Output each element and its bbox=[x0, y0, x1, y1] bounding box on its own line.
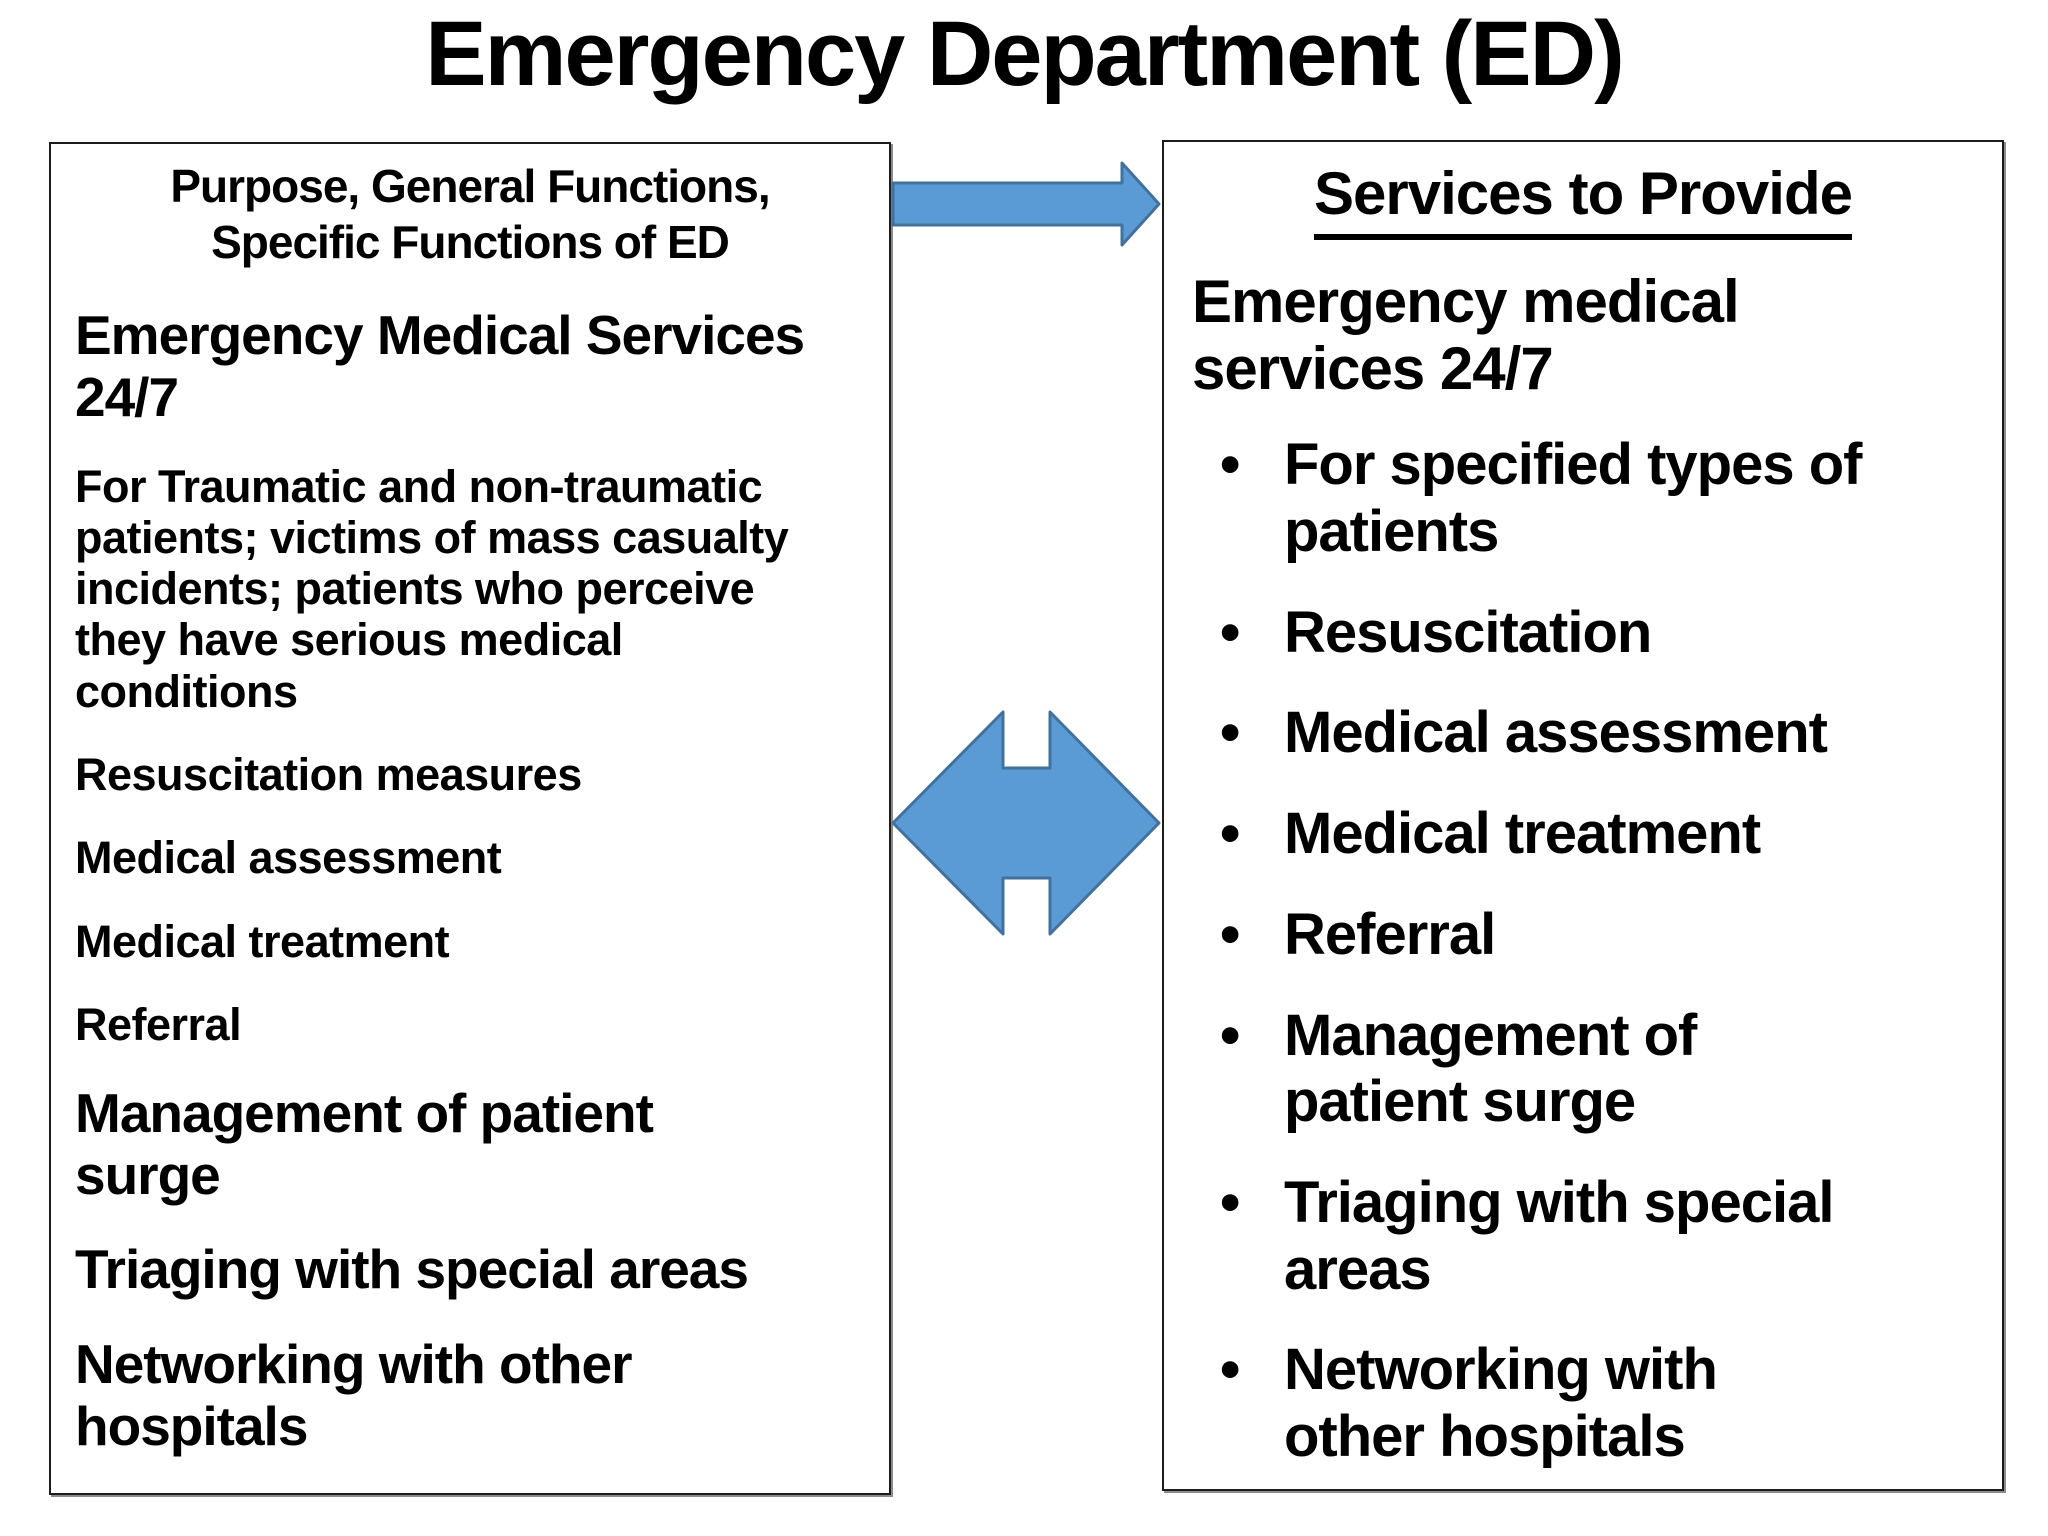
right-panel-subheader: Emergency medical services 24/7 bbox=[1192, 268, 1740, 403]
left-panel-item: Referral bbox=[75, 998, 242, 1050]
list-item: • Triaging with special areas bbox=[1192, 1170, 1974, 1303]
bullet-dot-icon: • bbox=[1220, 1169, 1240, 1235]
left-panel-item: Medical assessment bbox=[75, 832, 502, 884]
bullet-dot-icon: • bbox=[1220, 901, 1240, 967]
list-item: • Management of patient surge bbox=[1192, 1003, 1974, 1136]
right-arrow-icon bbox=[891, 161, 1161, 247]
list-item: • Networking with other hospitals bbox=[1192, 1337, 1974, 1470]
bullet-dot-icon: • bbox=[1220, 432, 1240, 498]
services-bullet-list: • For specified types of patients • Resu… bbox=[1192, 432, 1974, 1470]
list-item: • Medical assessment bbox=[1192, 700, 1974, 767]
bullet-dot-icon: • bbox=[1220, 700, 1240, 766]
bullet-text: Medical treatment bbox=[1284, 801, 1761, 867]
bullet-text: Management of patient surge bbox=[1284, 1002, 1697, 1135]
left-panel-item: Management of patient surge bbox=[75, 1082, 654, 1207]
left-right-double-arrow-icon bbox=[891, 710, 1161, 936]
bullet-dot-icon: • bbox=[1220, 801, 1240, 867]
left-panel-item: Resuscitation measures bbox=[75, 748, 582, 800]
bullet-text: Resuscitation bbox=[1284, 599, 1652, 665]
left-panel-item: Medical treatment bbox=[75, 915, 450, 967]
list-item: • Referral bbox=[1192, 902, 1974, 969]
list-item: • For specified types of patients bbox=[1192, 432, 1974, 565]
page-title: Emergency Department (ED) bbox=[425, 3, 1624, 105]
left-panel: Purpose, General Functions, Specific Fun… bbox=[49, 142, 891, 1495]
bullet-text: Referral bbox=[1284, 901, 1496, 967]
left-panel-item: Emergency Medical Services 24/7 bbox=[75, 304, 805, 429]
bullet-text: Medical assessment bbox=[1284, 700, 1828, 766]
left-panel-header: Purpose, General Functions, Specific Fun… bbox=[170, 160, 770, 269]
list-item: • Resuscitation bbox=[1192, 600, 1974, 667]
bullet-text: Triaging with special areas bbox=[1284, 1169, 1834, 1302]
right-panel-header-text: Services to Provide bbox=[1314, 158, 1853, 240]
left-panel-item: Networking with other hospitals bbox=[75, 1332, 633, 1457]
left-panel-item: For Traumatic and non-traumatic patients… bbox=[75, 460, 789, 717]
list-item: • Medical treatment bbox=[1192, 801, 1974, 868]
bullet-text: For specified types of patients bbox=[1284, 432, 1862, 565]
left-panel-item: Triaging with special areas bbox=[75, 1238, 749, 1301]
bullet-dot-icon: • bbox=[1220, 599, 1240, 665]
bullet-dot-icon: • bbox=[1220, 1337, 1240, 1403]
bullet-text: Networking with other hospitals bbox=[1284, 1337, 1718, 1469]
right-panel-header: Services to Provide bbox=[1192, 158, 1974, 240]
right-panel: Services to Provide Emergency medical se… bbox=[1162, 140, 2004, 1491]
bullet-dot-icon: • bbox=[1220, 1002, 1240, 1068]
